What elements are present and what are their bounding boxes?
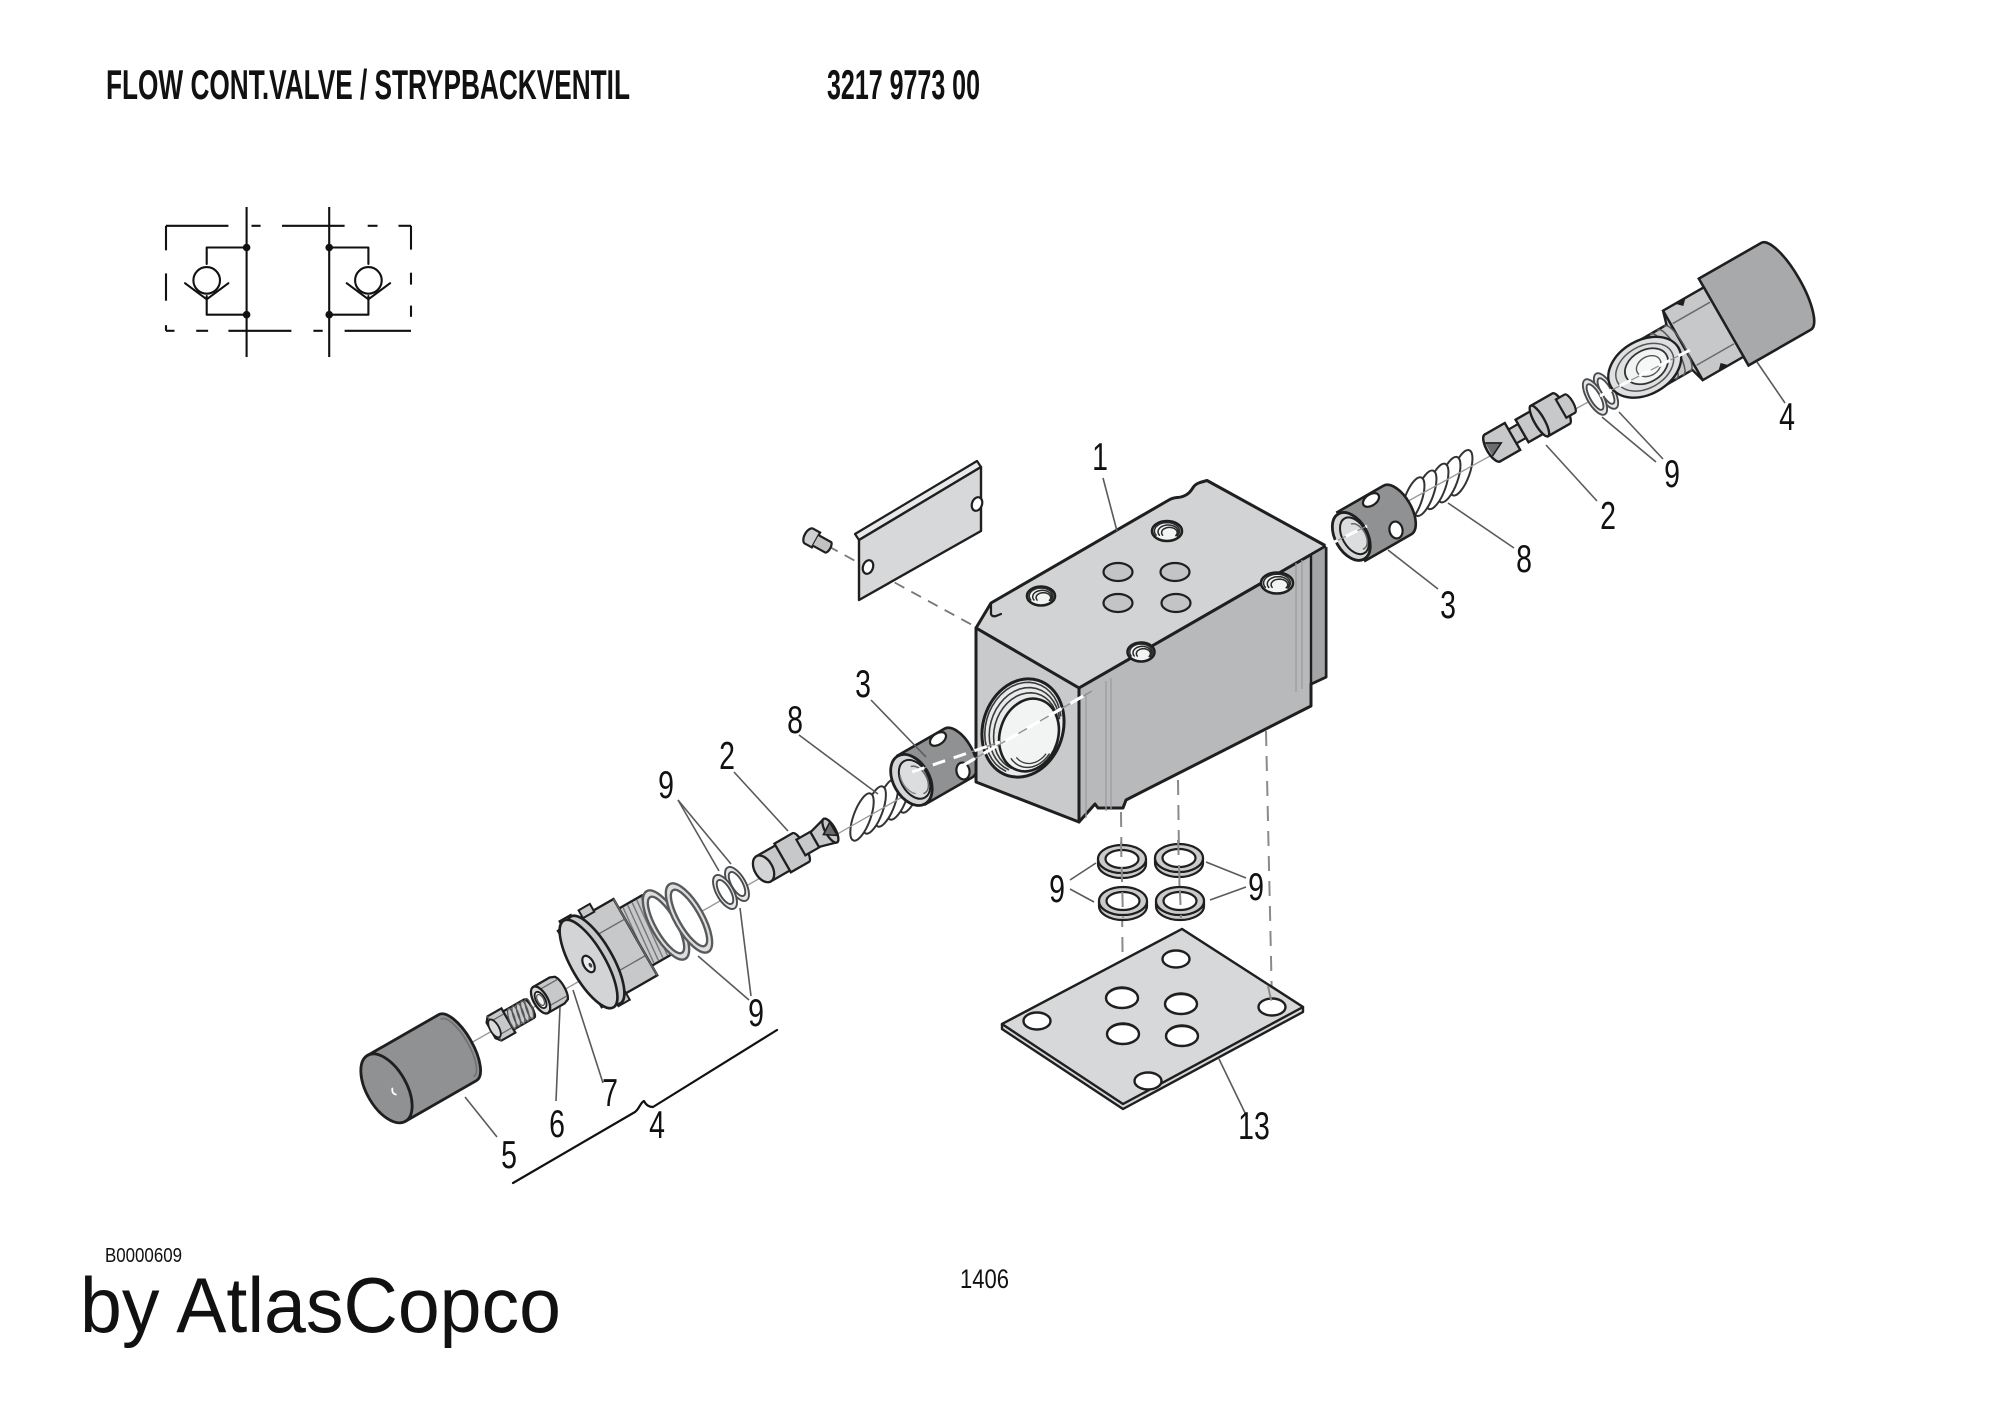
svg-text:8: 8 — [787, 699, 803, 742]
svg-text:1406: 1406 — [960, 1264, 1009, 1294]
svg-text:3: 3 — [1440, 584, 1456, 627]
svg-text:5: 5 — [501, 1134, 517, 1177]
svg-text:9: 9 — [1664, 453, 1680, 496]
svg-text:4: 4 — [1779, 396, 1795, 439]
svg-text:1: 1 — [1092, 436, 1108, 479]
svg-text:3: 3 — [855, 663, 871, 706]
svg-text:B0000609: B0000609 — [105, 1245, 182, 1267]
svg-text:13: 13 — [1238, 1105, 1270, 1148]
svg-text:4: 4 — [649, 1104, 665, 1147]
svg-text:FLOW CONT.VALVE / STRYPBACKVEN: FLOW CONT.VALVE / STRYPBACKVENTIL — [106, 61, 630, 108]
svg-text:9: 9 — [1049, 868, 1065, 911]
svg-text:2: 2 — [1600, 495, 1616, 538]
svg-text:9: 9 — [748, 992, 764, 1035]
svg-text:8: 8 — [1516, 538, 1532, 581]
svg-text:9: 9 — [1248, 866, 1264, 909]
svg-text:by AtlasCopco: by AtlasCopco — [80, 1261, 561, 1349]
svg-text:9: 9 — [658, 764, 674, 807]
svg-text:7: 7 — [602, 1072, 618, 1115]
svg-text:2: 2 — [719, 735, 735, 778]
svg-text:6: 6 — [549, 1103, 565, 1146]
svg-text:3217 9773 00: 3217 9773 00 — [827, 61, 980, 108]
